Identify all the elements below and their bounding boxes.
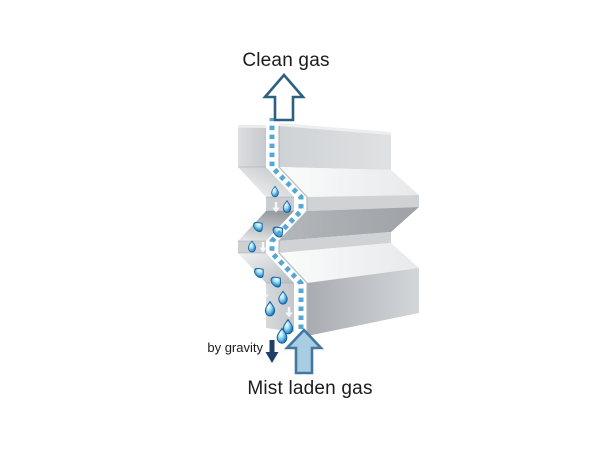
strip-face-bright [238, 167, 294, 197]
clean-gas-label: Clean gas [242, 50, 329, 71]
clean-gas-up-arrow-icon [262, 73, 306, 122]
strip-face-bright [238, 253, 294, 283]
rear-vane-plate [278, 123, 419, 336]
gravity-down-arrow-icon [265, 340, 279, 363]
strip-face-shadow [238, 211, 294, 241]
gravity-label: by gravity [207, 340, 263, 355]
plate-face-bright [279, 167, 419, 197]
plate-face-vertical [279, 126, 391, 170]
plate-top-edge [279, 123, 391, 135]
mist-gas-up-arrow-icon [283, 328, 325, 375]
plate-face-vertical [307, 268, 419, 336]
mist-laden-gas-label: Mist laden gas [247, 378, 372, 399]
front-vane-plate [238, 125, 294, 332]
plate-face-vertical [307, 195, 419, 211]
strip-top-edge [238, 125, 266, 128]
mini-down-arrow-icon [245, 196, 253, 207]
strip-face-vertical [238, 128, 266, 167]
gas-flow-dotted-path [269, 118, 304, 338]
plate-front-edge-line [278, 126, 308, 336]
strip-face-vertical [266, 283, 294, 332]
plate-face-bright [279, 243, 419, 283]
plate-face-vertical [279, 232, 391, 253]
plate-face-shadow [279, 207, 419, 241]
